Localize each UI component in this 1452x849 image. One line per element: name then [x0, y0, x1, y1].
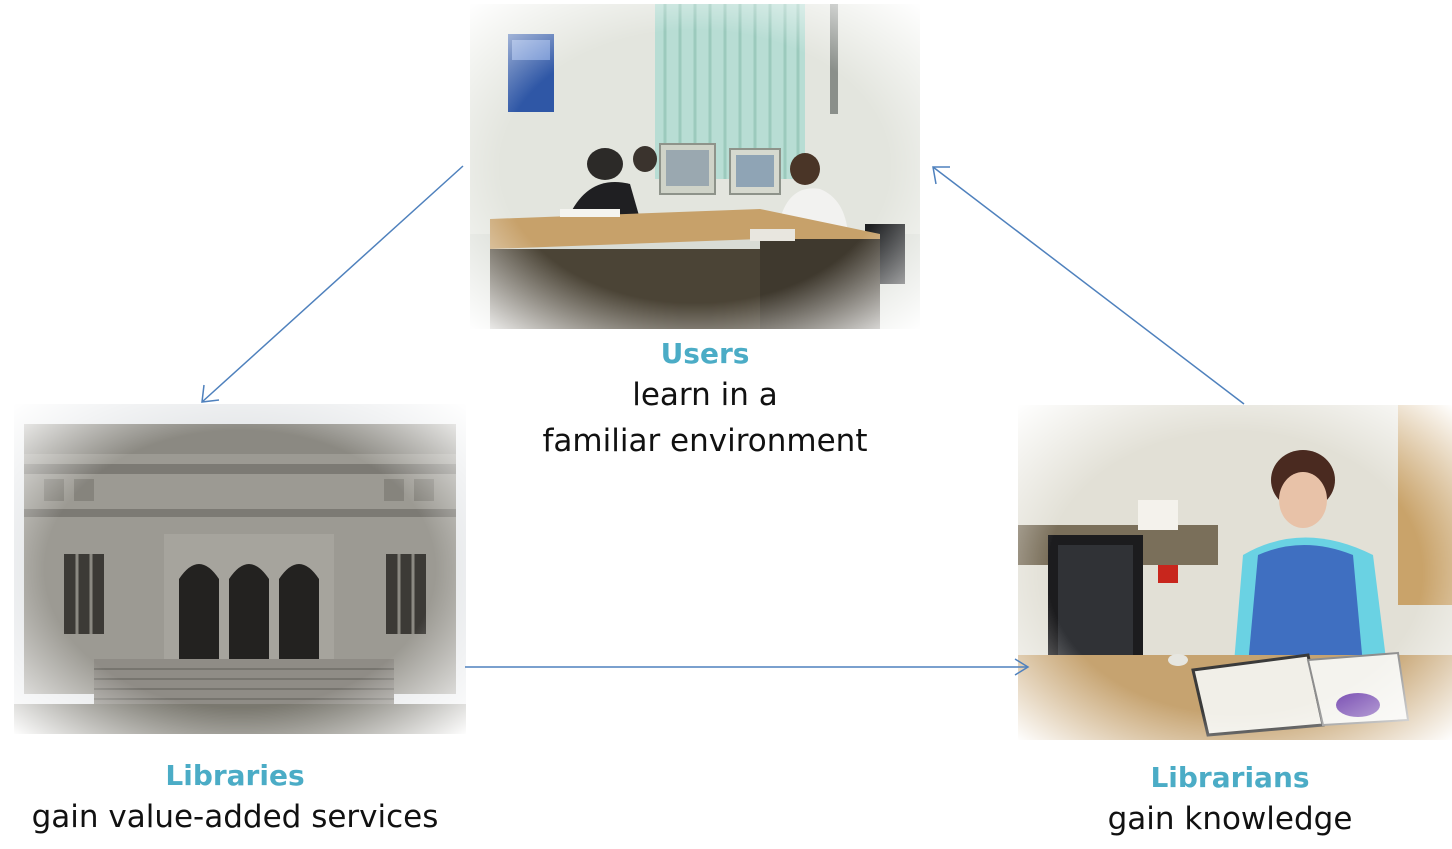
- librarians-description: gain knowledge: [1107, 801, 1353, 837]
- librarians-photo: [1018, 405, 1452, 740]
- users-photo: [470, 4, 920, 329]
- arrow-libraries-to-librarians: [465, 658, 1030, 676]
- users-node: Users learn in a familiar environment: [480, 336, 930, 464]
- arrow-librarians-to-users: [932, 166, 1245, 405]
- users-description-line2: familiar environment: [542, 423, 868, 459]
- libraries-title: Libraries: [165, 759, 305, 792]
- users-description-line1: learn in a: [632, 377, 778, 413]
- libraries-node: Libraries gain value-added services: [20, 758, 450, 840]
- users-title: Users: [660, 337, 750, 370]
- libraries-photo: [14, 404, 466, 734]
- libraries-description: gain value-added services: [31, 799, 439, 835]
- librarians-node: Librarians gain knowledge: [1030, 760, 1430, 842]
- librarians-title: Librarians: [1150, 761, 1310, 794]
- arrow-users-to-libraries: [201, 165, 464, 403]
